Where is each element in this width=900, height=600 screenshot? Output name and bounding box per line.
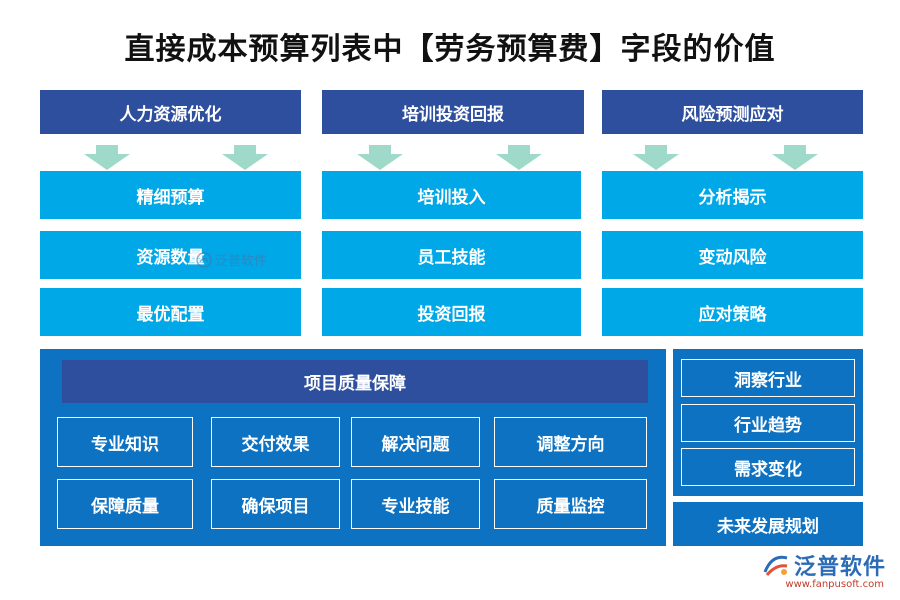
risk-item-1: 分析揭示: [602, 171, 863, 219]
quality-item: 确保项目: [211, 479, 340, 529]
down-arrow-icon: [633, 145, 679, 171]
future-panel: [673, 349, 863, 496]
future-item: 行业趋势: [681, 404, 855, 442]
watermark: 泛普软件: [196, 250, 267, 269]
brand-url: www.fanpusoft.com: [785, 579, 884, 590]
quality-item: 交付效果: [211, 417, 340, 467]
quality-item: 保障质量: [57, 479, 193, 529]
training-item-1: 培训投入: [322, 171, 581, 219]
hr-item-1: 精细预算: [40, 171, 301, 219]
down-arrow-icon: [357, 145, 403, 171]
quality-item: 专业知识: [57, 417, 193, 467]
hr-item-2: 资源数量: [40, 231, 301, 279]
risk-item-3: 应对策略: [602, 288, 863, 336]
quality-item: 专业技能: [351, 479, 480, 529]
down-arrow-icon: [84, 145, 130, 171]
column-header-hr: 人力资源优化: [40, 90, 301, 134]
training-item-3: 投资回报: [322, 288, 581, 336]
hr-item-3: 最优配置: [40, 288, 301, 336]
training-item-2: 员工技能: [322, 231, 581, 279]
brand-mark-icon: [763, 555, 788, 576]
future-item: 需求变化: [681, 448, 855, 486]
quality-item: 质量监控: [494, 479, 647, 529]
down-arrow-icon: [222, 145, 268, 171]
brand-logo: 泛普软件 www.fanpusoft.com: [762, 549, 886, 590]
watermark-text: 泛普软件: [215, 254, 268, 269]
quality-header: 项目质量保障: [62, 360, 648, 403]
page-title: 直接成本预算列表中【劳务预算费】字段的价值: [124, 32, 776, 67]
brand-name: 泛普软件: [793, 555, 886, 580]
quality-item: 调整方向: [494, 417, 647, 467]
quality-item: 解决问题: [351, 417, 480, 467]
future-footer: 未来发展规划: [673, 502, 863, 546]
column-header-risk: 风险预测应对: [602, 90, 863, 134]
down-arrow-icon: [772, 145, 818, 171]
future-item: 洞察行业: [681, 359, 855, 397]
column-header-training: 培训投资回报: [322, 90, 584, 134]
down-arrow-icon: [496, 145, 542, 171]
risk-item-2: 变动风险: [602, 231, 863, 279]
logo-mark-icon: [196, 251, 212, 268]
